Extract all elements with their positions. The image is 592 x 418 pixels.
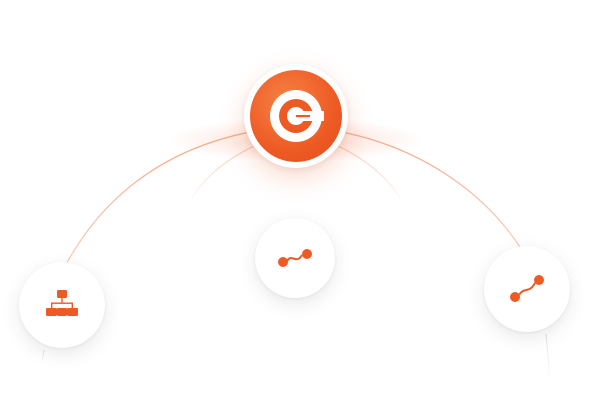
trail-right (545, 333, 551, 379)
node-left[interactable] (19, 262, 105, 348)
hub-node[interactable] (244, 64, 348, 168)
connector-inner-left (187, 145, 255, 207)
node-center[interactable] (255, 218, 335, 298)
path-connect-icon (510, 275, 544, 302)
hub-logo-circle (250, 70, 342, 162)
connector-inner-right (337, 145, 405, 207)
node-right[interactable] (484, 246, 570, 332)
connector-right (341, 131, 523, 251)
sitemap-icon (46, 290, 78, 316)
c-logo-icon (270, 90, 324, 142)
connector-left (63, 131, 251, 269)
trail-left (41, 349, 45, 363)
path-connect-icon (278, 249, 312, 267)
